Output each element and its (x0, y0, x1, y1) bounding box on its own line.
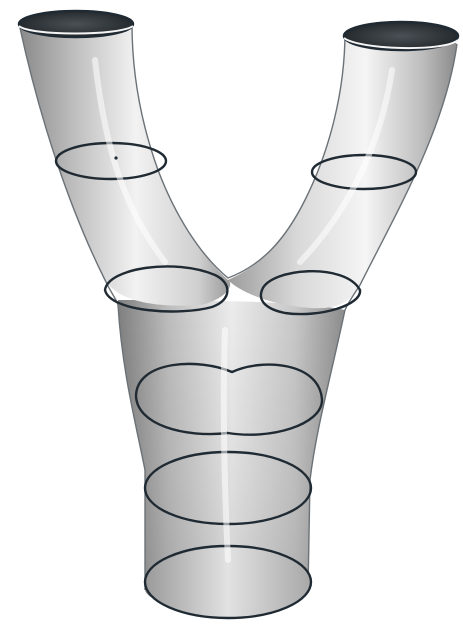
left-branch (20, 15, 230, 306)
marker-dot (114, 156, 117, 159)
right-branch (228, 23, 457, 309)
